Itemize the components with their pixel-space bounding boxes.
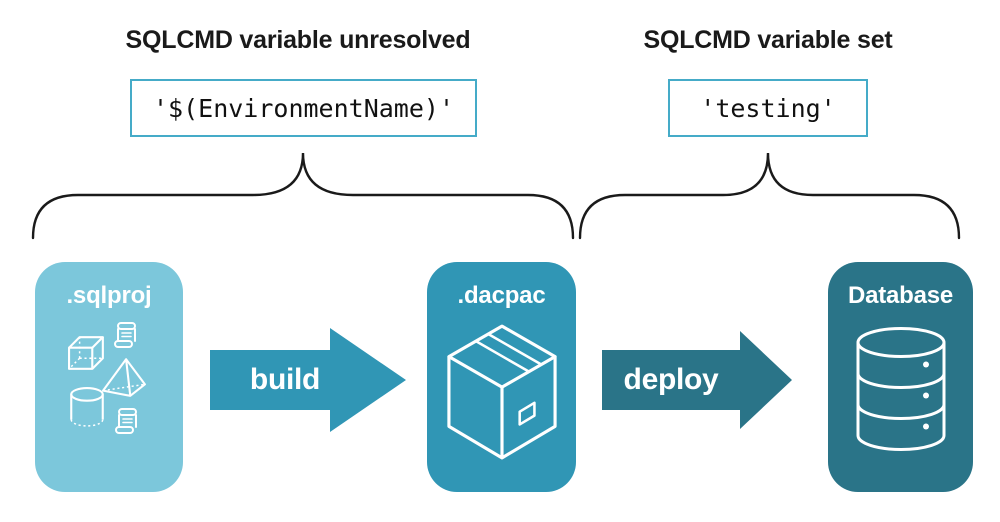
- stage-dacpac-label: .dacpac: [457, 282, 546, 309]
- stage-database: Database: [828, 262, 973, 492]
- scroll-icon: [112, 406, 140, 436]
- stage-dacpac: .dacpac: [427, 262, 576, 492]
- stage-database-label: Database: [847, 282, 954, 309]
- build-arrow-label: build: [249, 363, 321, 396]
- stage-sqlproj: .sqlproj: [35, 262, 183, 492]
- right-brace-icon: [578, 152, 961, 240]
- deploy-arrow-label: deploy: [623, 363, 719, 396]
- scroll-icon: [111, 320, 139, 350]
- database-icon: [854, 326, 948, 452]
- pyramid-icon: [101, 356, 147, 398]
- left-brace-icon: [31, 152, 575, 240]
- cube-icon: [65, 334, 109, 372]
- deploy-arrow-icon: [602, 331, 792, 429]
- title-sqlcmd-unresolved: SQLCMD variable unresolved: [125, 26, 471, 54]
- stage-sqlproj-label: .sqlproj: [66, 282, 152, 309]
- code-box-unresolved: '$(EnvironmentName)': [130, 79, 477, 137]
- cylinder-icon: [68, 386, 106, 428]
- code-box-set: 'testing': [668, 79, 868, 137]
- code-value-environment-name: '$(EnvironmentName)': [152, 93, 455, 123]
- package-icon: [445, 324, 559, 462]
- code-value-testing: 'testing': [700, 93, 836, 123]
- title-sqlcmd-set: SQLCMD variable set: [643, 26, 893, 54]
- build-arrow-icon: [210, 328, 406, 432]
